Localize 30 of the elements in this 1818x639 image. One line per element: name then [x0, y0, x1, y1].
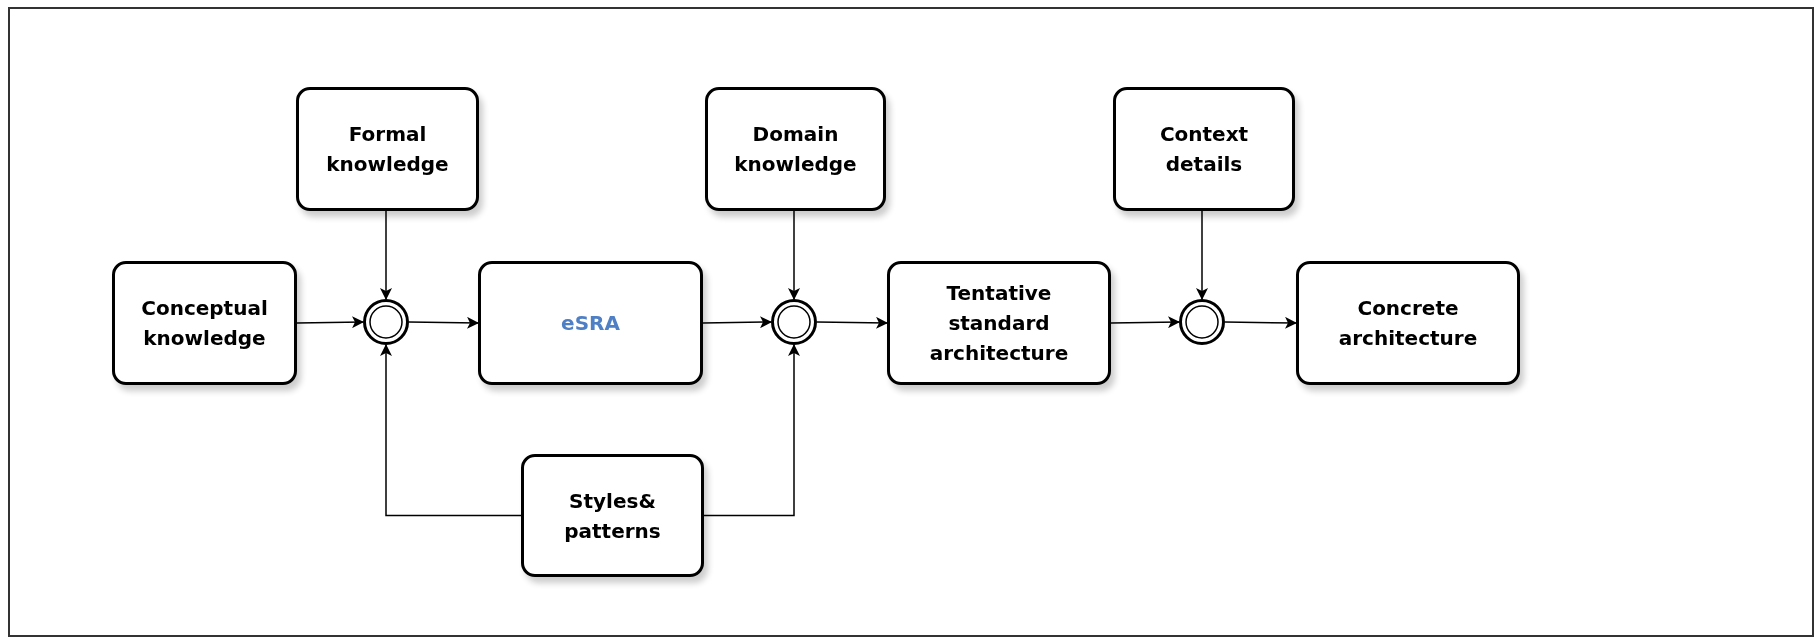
box-label: Domain knowledge: [733, 121, 858, 178]
arrow: [296, 316, 364, 329]
arrow: [1196, 210, 1208, 300]
arrow: [1224, 316, 1297, 329]
arrow: [788, 210, 800, 300]
arrow: [380, 210, 392, 300]
junction-circle: [771, 299, 817, 345]
arrow: [816, 316, 888, 329]
box-label: Context details: [1158, 121, 1250, 178]
arrow: [703, 344, 800, 517]
arrow: [1110, 316, 1180, 329]
process-box: [1113, 87, 1295, 211]
junction-circle: [363, 299, 409, 345]
box-label: Concrete architecture: [1337, 295, 1479, 352]
process-box: [296, 87, 479, 211]
process-box: [1296, 261, 1520, 385]
process-box: [112, 261, 297, 385]
arrow: [408, 316, 479, 329]
process-box: [521, 454, 704, 577]
box-label: Styles& patterns: [563, 487, 662, 545]
process-box: [705, 87, 886, 211]
process-box: [887, 261, 1111, 385]
arrow: [380, 344, 522, 517]
junction-circle: [1179, 299, 1225, 345]
box-label: eSRA: [561, 310, 620, 337]
box-label: Conceptual knowledge: [140, 295, 269, 352]
arrow: [702, 316, 772, 329]
process-box: [478, 261, 703, 385]
box-label: Tentative standard architecture: [928, 280, 1070, 367]
box-label: Formal knowledge: [325, 121, 450, 178]
